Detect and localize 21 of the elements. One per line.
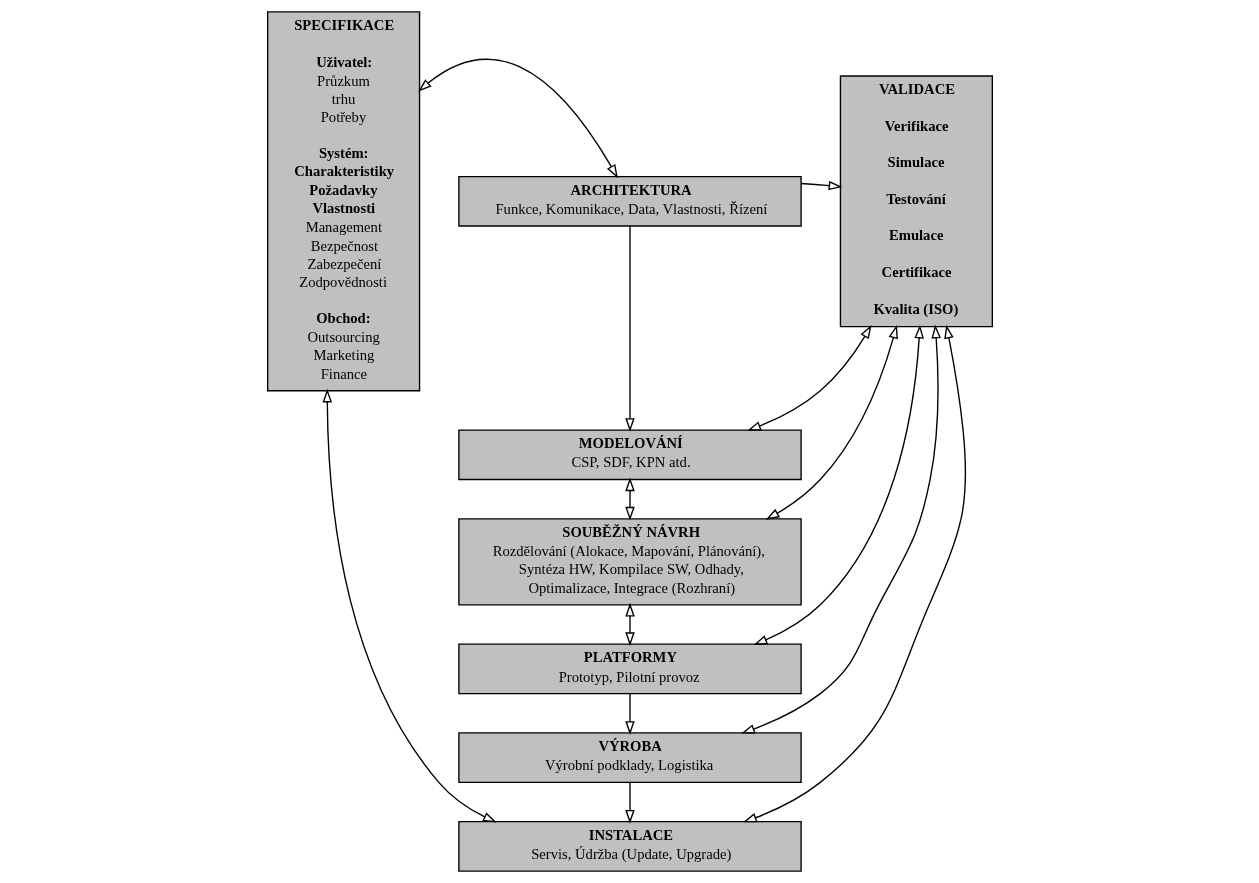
- node-box: VALIDACE Verifikace Simulace Testování Emulace Certifikace Kvalita (ISO): [839, 75, 993, 328]
- arrow: [322, 388, 497, 823]
- arrow: [417, 58, 618, 179]
- arrow: [765, 324, 898, 520]
- arrow: [624, 225, 635, 432]
- node-box: PLATFORMY Prototyp, Pilotní provoz: [457, 643, 802, 695]
- node-box: VÝROBA Výrobní podklady, Logistika: [457, 732, 802, 784]
- node-box: SOUBĚŽNÝ NÁVRH Rozdělování (Alokace, Mapování, Plánování), Syntéza HW, Kompilace SW, Odhady, Optimalizace, Integrace (Rozhraní): [457, 518, 802, 606]
- node-box: INSTALACE Servis, Údržba (Update, Upgrade): [457, 821, 802, 872]
- node-box: MODELOVÁNÍ CSP, SDF, KPN atd.: [457, 429, 802, 481]
- arrow: [624, 781, 635, 824]
- arrow: [800, 180, 842, 191]
- arrow: [742, 324, 966, 823]
- arrow: [624, 602, 635, 646]
- node-box: ARCHITEKTURA Funkce, Komunikace, Data, Vlastnosti, Řízení: [457, 175, 802, 227]
- arrow: [740, 324, 941, 734]
- arrow: [753, 324, 924, 645]
- arrow: [624, 693, 635, 735]
- arrow: [746, 324, 872, 431]
- arrow: [624, 477, 635, 521]
- node-box: SPECIFIKACE Uživatel: Průzkum trhu Potřeby Systém: Charakteristiky Požadavky Vlastnosti Management Bezpečnost Zabezpečení Zodpovědnosti Obchod: Outsourcing Marketing Finance: [266, 11, 420, 392]
